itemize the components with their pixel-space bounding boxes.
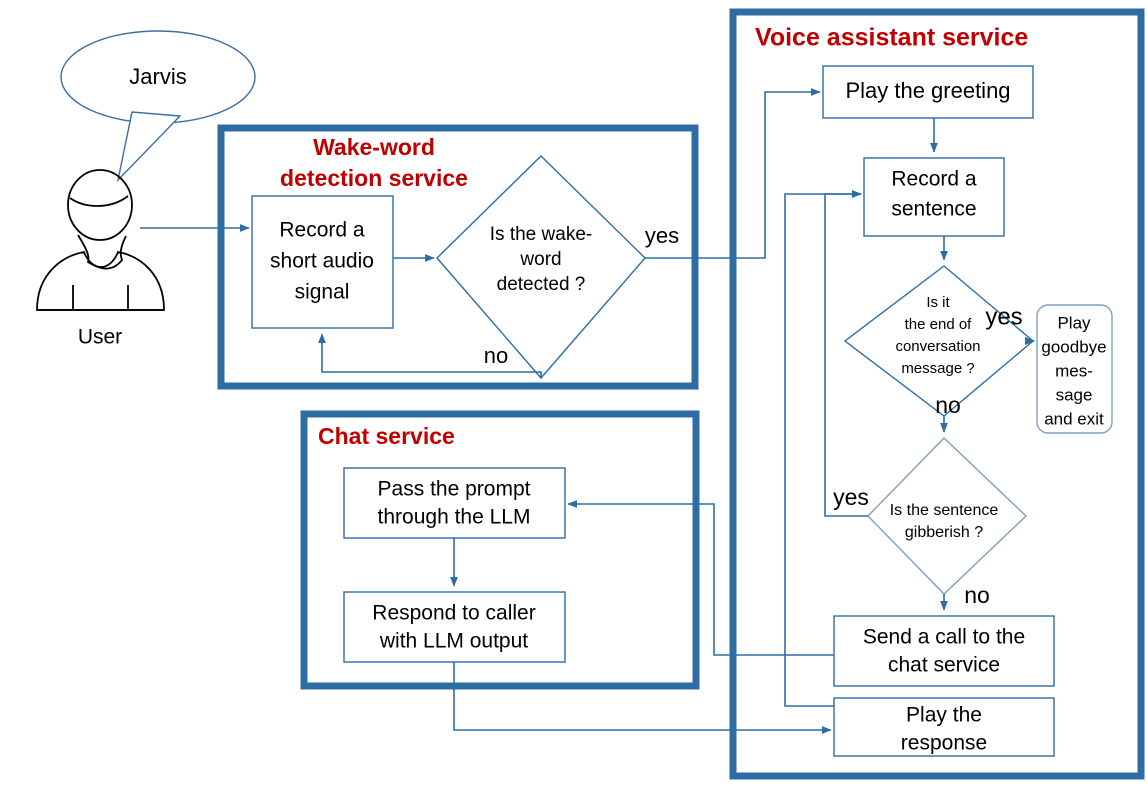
node-label-respond-caller-l2: with LLM output [379,630,528,653]
node-label-end-conv-l1: Is it [926,294,950,311]
service-box-wake-word-detection-service[interactable] [217,124,699,390]
node-label-record-short-audio-signal-l3: signal [295,281,350,304]
service-box-voice-assistant-service[interactable] [729,8,1145,780]
edge-label-end-of-conversation-yes: yes [985,303,1022,330]
node-play-the-greeting[interactable] [822,65,1034,119]
user-actor-icon [36,169,165,311]
edge-label-gibberish-yes: yes [833,484,869,510]
speech-bubble-label: Jarvis [129,64,186,89]
node-label-pass-prompt-l1: Pass the prompt [378,478,531,501]
edge-label-wake-word-no: no [484,343,508,368]
node-label-goodbye-l4: sage [1056,385,1093,404]
node-label-play-the-greeting: Play the greeting [845,78,1010,103]
edge-label-wake-word-yes: yes [645,223,679,248]
node-label-goodbye-l2: goodbye [1041,337,1106,356]
node-label-play-response-l1: Play the [906,704,982,727]
node-send-a-call-to-the-chat-service[interactable] [833,615,1055,687]
edge-label-gibberish-no: no [964,582,990,608]
node-play-the-response[interactable] [833,697,1055,757]
node-record-a-sentence[interactable] [863,157,1005,237]
user-actor-label: User [78,326,122,349]
node-record-short-audio-signal[interactable] [251,195,394,329]
node-label-is-wake-word-detected-l3: detected ? [497,274,586,295]
node-pass-prompt-through-llm[interactable] [343,467,566,539]
node-label-gibberish-l1: Is the sentence [890,502,999,519]
edge-send-call-to-chat-service [567,500,834,656]
node-label-play-response-l2: response [901,732,987,755]
node-label-record-short-audio-signal-l2: short audio [270,250,374,273]
node-respond-to-caller-with-llm-output[interactable] [343,591,566,663]
edge-wakeword-yes-to-greeting [645,88,821,259]
speech-bubble-tail [116,111,182,183]
edge-respond-to-play-response [453,662,832,734]
node-label-end-conv-l3: conversation [895,338,980,355]
node-label-is-wake-word-detected-l2: word [519,249,561,270]
service-title-wake-word-line2: detection service [280,165,468,191]
edge-wakeword-no-loop [318,333,542,378]
node-label-pass-prompt-l2: through the LLM [378,506,531,529]
node-label-goodbye-l1: Play [1057,313,1091,332]
node-label-send-call-l1: Send a call to the [863,626,1025,649]
node-label-goodbye-l3: mes- [1055,361,1093,380]
node-label-send-call-l2: chat service [888,654,1000,677]
node-label-record-a-sentence-l2: sentence [891,198,976,221]
node-label-is-wake-word-detected-l1: Is the wake- [490,224,592,245]
node-label-goodbye-l5: and exit [1044,409,1104,428]
service-title-chat-service: Chat service [318,423,455,449]
service-title-wake-word-line1: Wake-word [313,134,435,160]
node-label-respond-caller-l1: Respond to caller [372,602,535,625]
edge-play-response-to-record-sentence [784,190,862,707]
service-title-voice-assistant-service: Voice assistant service [755,24,1028,52]
node-play-goodbye-message-and-exit[interactable] [1036,304,1113,434]
node-label-end-conv-l4: message ? [901,360,974,377]
node-label-end-conv-l2: the end of [905,316,973,333]
service-box-chat-service[interactable] [300,410,700,690]
node-label-gibberish-l2: gibberish ? [905,524,983,541]
node-label-record-short-audio-signal-l1: Record a [279,219,365,242]
node-label-record-a-sentence-l1: Record a [891,168,977,191]
edge-label-end-of-conversation-no: no [935,392,961,418]
